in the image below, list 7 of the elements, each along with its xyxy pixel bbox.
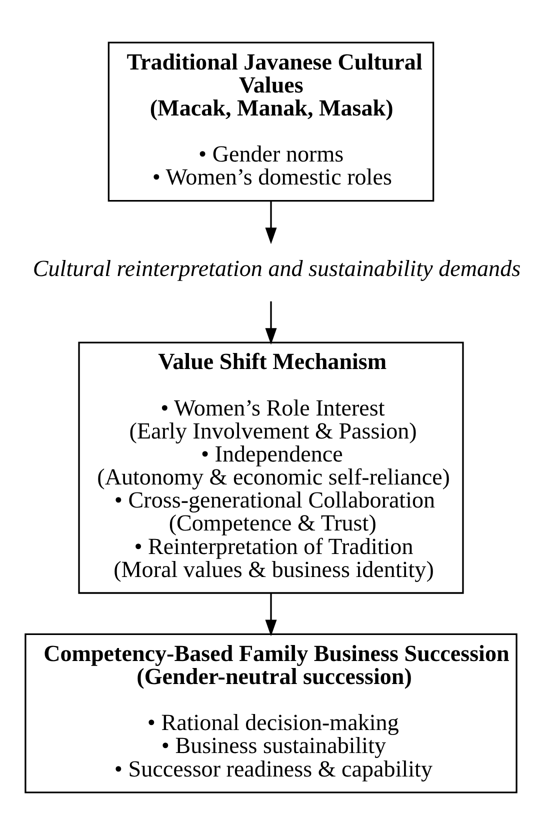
node-box: Traditional Javanese Cultural Values (Macak, Manak, Masak) • Gender norms • Women’s domestic roles [108,42,434,202]
arrow [265,301,277,345]
node-box: Competency-Based Family Business Succession (Gender-neutral succession) • Rational decision-making • Business sustainability • Successor readiness & capability [24,633,518,794]
node-text: Cultural reinterpretation and sustainability demands [32,255,521,282]
arrow [265,593,277,636]
arrow [265,200,277,244]
node-box: Value Shift Mechanism • Women’s Role Interest (Early Involvement & Passion) • Independence (Autonomy & economic self-reliance) • Cross-generational Collaboration (Competence & Trust) • Reinterpretation of Tradition (Moral values & business identity) [78,342,464,594]
